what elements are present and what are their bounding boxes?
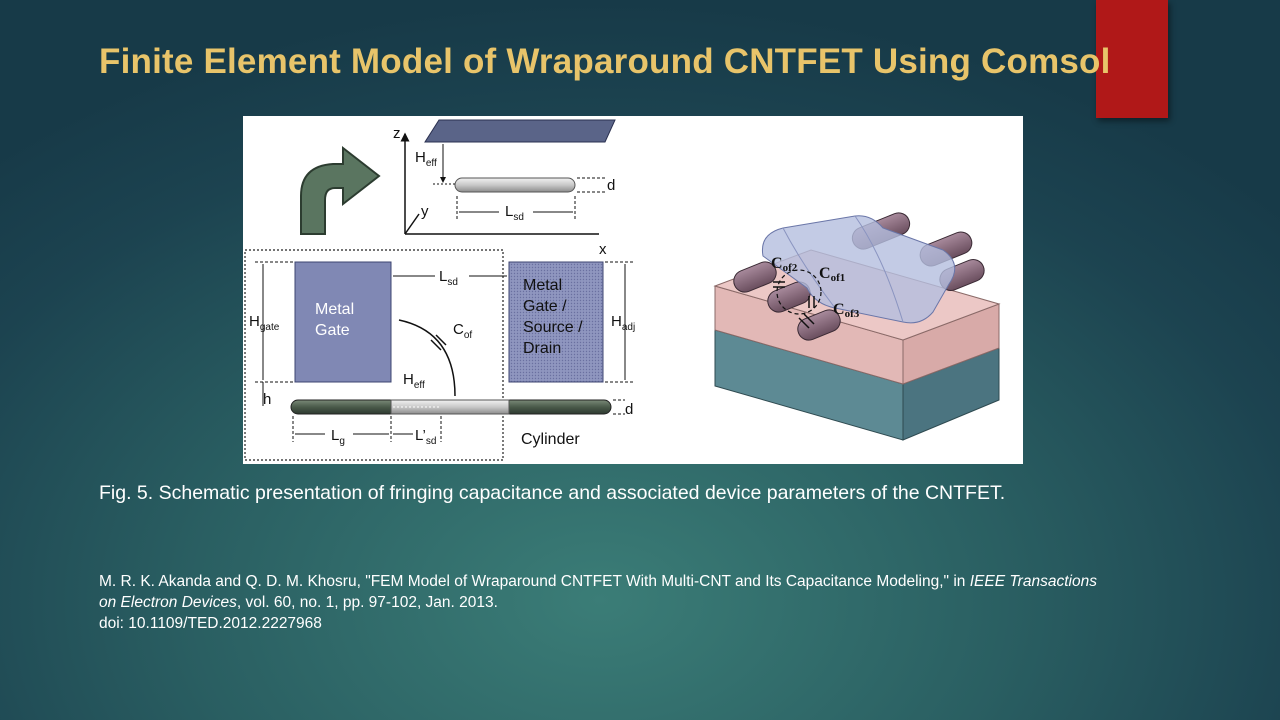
citation-doi: doi: 10.1109/TED.2012.2227968 <box>99 615 322 632</box>
c-of-label: Cof <box>453 321 472 341</box>
citation-volume: , vol. 60, no. 1, pp. 97-102, Jan. 2013. <box>236 594 498 611</box>
h-eff-mid-label: Heff <box>403 371 425 391</box>
metal-gate-source-drain-label: Metal Gate / Source / Drain <box>523 277 587 357</box>
cnt-cylinder-light <box>390 399 510 415</box>
dotted-region <box>244 249 504 461</box>
metal-gate-block <box>294 261 392 383</box>
curved-arrow-shape <box>300 145 381 235</box>
h-adj-label: Hadj <box>611 313 635 333</box>
figure-caption: Fig. 5. Schematic presentation of fringi… <box>99 482 1006 504</box>
accent-bar <box>1096 0 1168 118</box>
figure-image: z x y Heff d Lsd Metal Gate <box>243 116 1023 464</box>
l-sd-mid-label: Lsd <box>439 268 458 288</box>
metal-gate-source-drain-block <box>508 261 604 383</box>
d-top-label: d <box>607 177 615 194</box>
l-g-label: Lg <box>331 427 345 447</box>
figure-diagram: z x y Heff d Lsd Metal Gate <box>244 119 1001 461</box>
axis-z-label: z <box>393 125 401 142</box>
cof1-label: Cof1 <box>819 265 845 284</box>
citation-journal: IEEE Transactions on Electron Devices <box>99 573 1097 611</box>
metal-gate-label: Metal Gate <box>315 301 359 339</box>
l-sd-top-label: Lsd <box>505 203 524 223</box>
axis-x-label: x <box>599 241 607 258</box>
top-cnt-tube <box>454 177 576 193</box>
wraparound-gate <box>761 215 956 324</box>
cylinder-label: Cylinder <box>521 431 580 448</box>
h-eff-top-label: Heff <box>415 149 437 169</box>
slide-title: Finite Element Model of Wraparound CNTFE… <box>99 42 1111 81</box>
h-gate-label: Hgate <box>249 313 280 333</box>
h-label: h <box>263 391 271 408</box>
citation: M. R. K. Akanda and Q. D. M. Khosru, "FE… <box>99 571 1099 634</box>
citation-authors-title: M. R. K. Akanda and Q. D. M. Khosru, "FE… <box>99 573 970 590</box>
d-mid-label: d <box>625 401 633 418</box>
l-prime-sd-label: L’sd <box>415 427 436 447</box>
cof2-label: Cof2 <box>771 255 798 274</box>
top-plate-shape <box>424 119 616 143</box>
axis-y-label: y <box>421 203 429 220</box>
cof3-label: Cof3 <box>833 301 860 320</box>
